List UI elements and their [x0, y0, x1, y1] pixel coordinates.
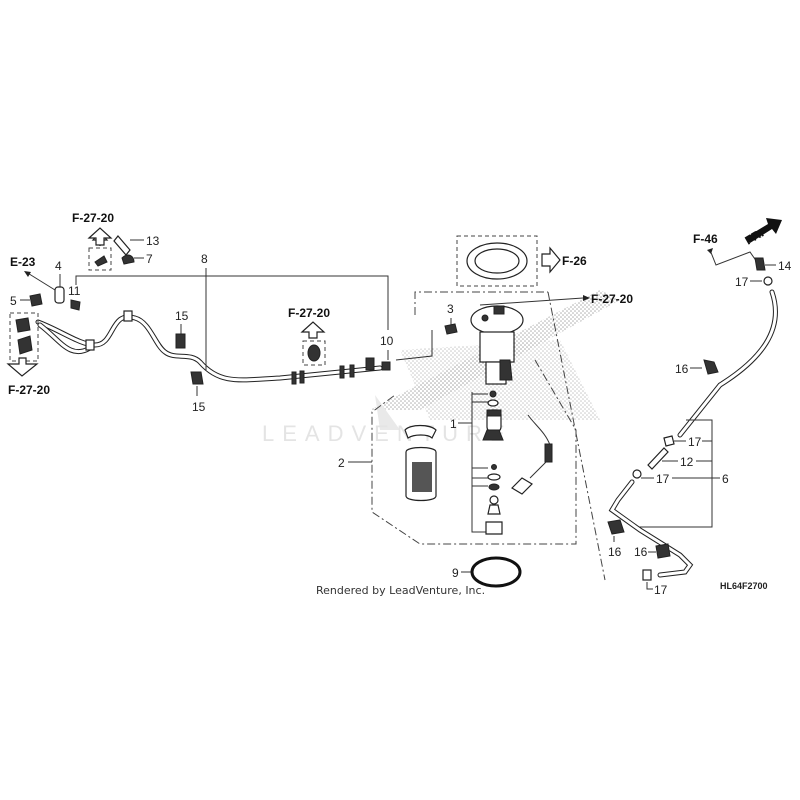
callout-16-top: 16 [675, 362, 689, 376]
callout-2: 2 [338, 456, 345, 470]
callout-9: 9 [452, 566, 459, 580]
callout-17-mid: 17 [688, 435, 702, 449]
callout-7: 7 [146, 252, 153, 266]
callout-4: 4 [55, 259, 62, 273]
callout-17-bottom: 17 [654, 583, 668, 597]
callout-15-upper: 15 [175, 309, 189, 323]
fuel-pump-group: F-26 F-27-20 3 1 [338, 235, 633, 588]
callout-14: 14 [778, 259, 792, 273]
ref-f-27-20-left[interactable]: F-27-20 [8, 383, 50, 397]
callout-6: 6 [722, 472, 729, 486]
render-credit: Rendered by LeadVenture, Inc. [316, 584, 485, 597]
callout-11: 11 [68, 284, 81, 298]
callout-16-right: 16 [634, 545, 648, 559]
callout-15-lower: 15 [192, 400, 206, 414]
ref-f-46[interactable]: F-46 [693, 232, 718, 246]
ref-f-27-20-right[interactable]: F-27-20 [591, 292, 633, 306]
callout-13: 13 [146, 234, 160, 248]
callout-1: 1 [450, 417, 457, 431]
right-hose-group: FR. F-46 14 17 16 17 12 17 [607, 218, 792, 597]
ref-f-27-20-mid[interactable]: F-27-20 [288, 306, 330, 320]
ref-f-27-20-top[interactable]: F-27-20 [72, 211, 114, 225]
callout-8: 8 [201, 252, 208, 266]
callout-5: 5 [10, 294, 17, 308]
ref-f-26[interactable]: F-26 [562, 254, 587, 268]
callout-17-top: 17 [735, 275, 749, 289]
callout-16-left: 16 [608, 545, 622, 559]
diagram-code: HL64F2700 [720, 581, 768, 591]
callout-12: 12 [680, 455, 694, 469]
callout-10: 10 [380, 334, 394, 348]
left-hose-group: 13 7 F-27-20 E-23 4 5 11 F-27-20 8 [6, 211, 394, 414]
ref-e-23[interactable]: E-23 [10, 255, 36, 269]
watermark-text: LEADVENTURE [262, 421, 513, 446]
callout-3: 3 [447, 302, 454, 316]
callout-17-lower: 17 [656, 472, 670, 486]
